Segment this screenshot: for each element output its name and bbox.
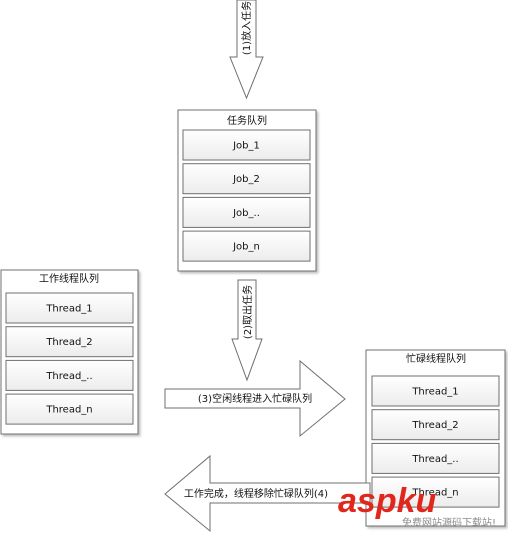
queue-item: Job_n: [182, 230, 311, 262]
queue-item-box: [5, 292, 134, 324]
queue-item: Thread_2: [5, 326, 134, 358]
worker-thread-queue-title: 工作线程队列: [39, 272, 99, 285]
queue-item-label: Thread_1: [45, 304, 92, 315]
queue-item-box: [371, 375, 500, 407]
arrow-work-done-label: 工作完成，线程移除忙碌队列(4): [184, 487, 328, 500]
arrow-take-task-label: (2)取出任务: [241, 285, 254, 339]
arrow-work-done: 工作完成，线程移除忙碌队列(4): [164, 454, 371, 533]
queue-item-box: [371, 409, 500, 441]
queue-item-label: Thread_..: [45, 371, 92, 382]
queue-item-box: [371, 442, 500, 474]
queue-item: Thread_n: [5, 393, 134, 425]
queue-item-box: [5, 359, 134, 391]
queue-item-label: Thread_2: [411, 420, 458, 431]
watermark-brand: aspku: [338, 482, 436, 520]
queue-item-box: [182, 230, 311, 262]
queue-item: Thread_1: [5, 292, 134, 324]
queue-item-label: Thread_n: [411, 488, 458, 499]
queue-item: Job_1: [182, 129, 311, 161]
queue-item: Thread_..: [371, 442, 500, 474]
busy-thread-queue-title: 忙碌线程队列: [406, 352, 466, 365]
queue-item-label: Thread_n: [45, 405, 92, 416]
queue-item-box: [182, 196, 311, 228]
queue-item-box: [5, 393, 134, 425]
queue-item-label: Thread_1: [411, 387, 458, 398]
watermark-tagline: 免费网站源码下载站!: [402, 516, 496, 529]
queue-item-box: [5, 326, 134, 358]
arrow-idle-to-busy-label: (3)空闲线程进入忙碌队列: [198, 392, 312, 405]
queue-item-label: Job_n: [232, 242, 260, 253]
task-queue-title: 任务队列: [227, 114, 267, 127]
queue-item: Thread_n: [371, 476, 500, 508]
queue-item: Job_..: [182, 196, 311, 228]
queue-item-label: Thread_2: [45, 337, 92, 348]
queue-item-box: [182, 163, 311, 195]
aspku-watermark: aspku 免费网站源码下载站!: [338, 482, 496, 529]
queue-item: Thread_1: [371, 375, 500, 407]
queue-item: Job_2: [182, 163, 311, 195]
queue-item-label: Job_..: [232, 208, 260, 219]
queue-item-box: [182, 129, 311, 161]
queue-item: Thread_..: [5, 359, 134, 391]
arrow-put-task-label: (1)放入任务: [240, 1, 253, 55]
arrow-idle-to-busy: (3)空闲线程进入忙碌队列: [164, 359, 346, 438]
queue-item-label: Job_1: [232, 141, 260, 152]
queue-item-label: Thread_..: [411, 454, 458, 465]
queue-item: Thread_2: [371, 409, 500, 441]
arrow-take-task: (2)取出任务: [231, 279, 263, 382]
arrow-put-task: (1)放入任务: [229, 0, 264, 100]
queue-item-box: [371, 476, 500, 508]
queue-item-label: Job_2: [232, 174, 260, 185]
